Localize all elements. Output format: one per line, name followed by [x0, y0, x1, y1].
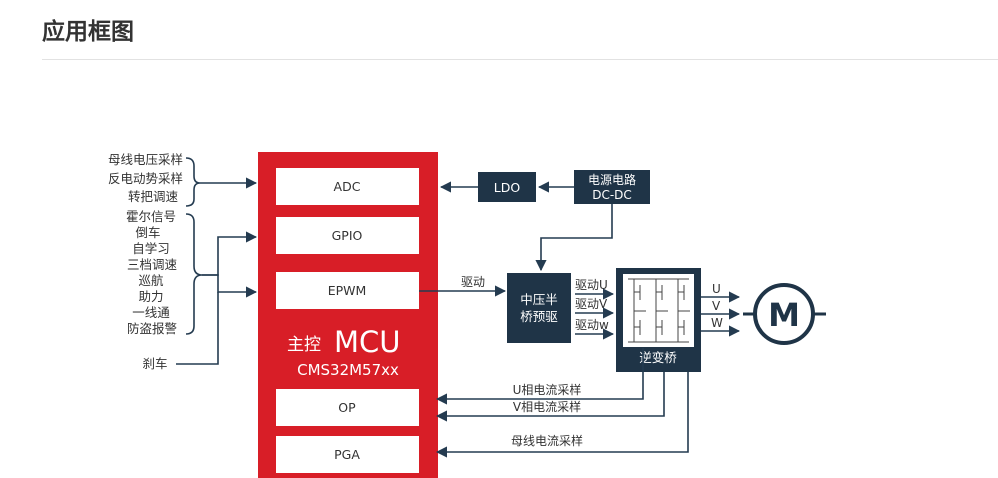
adc-label: ADC — [334, 179, 361, 194]
input-label-brake: 刹车 — [142, 356, 167, 371]
mcu-title-main: MCU — [334, 325, 401, 359]
drive-label: 驱动 — [461, 275, 485, 289]
arrow-power-to-predriver — [535, 204, 613, 272]
input-label-hall: 霍尔信号 — [126, 209, 176, 224]
input-labels-group-2: 霍尔信号 倒车 自学习 三档调速 巡航 助力 一线通 防盗报警 — [126, 209, 178, 336]
op-module — [276, 389, 419, 426]
mcu-title-prefix: 主控 — [287, 335, 321, 355]
power-block — [574, 170, 650, 204]
input-label-back-emf: 反电动势采样 — [108, 171, 183, 186]
input-label-bus-voltage: 母线电压采样 — [108, 152, 183, 167]
arrow-brake — [176, 292, 219, 365]
feedback-v-current — [435, 372, 665, 422]
mcu-model: CMS32M57xx — [297, 361, 399, 379]
feedback-u-current — [435, 348, 644, 405]
inverter-switch-icon — [628, 278, 690, 343]
power-label-line1: 电源电路 — [588, 172, 636, 187]
adc-module — [276, 168, 419, 205]
motor-label: M — [768, 296, 800, 334]
input-label-3-speed: 三档调速 — [127, 257, 178, 272]
input-labels-group-1: 母线电压采样 反电动势采样 转把调速 — [108, 152, 183, 204]
drive-output-u: 驱动U — [575, 278, 608, 292]
feedback-bus-current-label: 母线电流采样 — [511, 433, 583, 448]
feedback-u-current-label: U相电流采样 — [513, 382, 582, 397]
gpio-module — [276, 217, 419, 254]
power-label-line2: DC-DC — [592, 188, 632, 202]
pga-label: PGA — [334, 447, 360, 462]
drive-outputs: 驱动U 驱动V 驱动w — [575, 278, 609, 332]
phase-label-v: V — [712, 299, 721, 313]
epwm-label: EPWM — [328, 283, 367, 298]
title-divider — [42, 59, 998, 60]
phase-labels: U V W — [711, 282, 723, 330]
brace-group-1 — [185, 157, 201, 207]
feedback-v-current-label: V相电流采样 — [513, 399, 581, 414]
brace-group-2 — [185, 213, 203, 335]
inverter-label: 逆变桥 — [639, 350, 677, 365]
input-label-assist: 助力 — [138, 289, 163, 304]
motor-icon — [753, 283, 815, 345]
input-label-cruise: 巡航 — [138, 273, 164, 288]
op-label: OP — [338, 400, 356, 415]
ldo-block — [478, 172, 536, 202]
page-title: 应用框图 — [42, 19, 134, 45]
phase-label-u: U — [712, 282, 721, 296]
input-label-throttle: 转把调速 — [128, 189, 179, 204]
pga-module — [276, 436, 419, 473]
drive-output-v: 驱动V — [575, 297, 608, 311]
feedback-bus-current — [435, 372, 689, 458]
arrow-to-epwm — [202, 274, 258, 298]
predriver-label-line2: 桥预驱 — [520, 309, 558, 324]
arrow-to-gpio — [202, 231, 258, 276]
input-label-reverse: 倒车 — [135, 225, 160, 240]
gpio-label: GPIO — [332, 228, 363, 243]
epwm-module — [276, 272, 419, 309]
drive-output-w: 驱动w — [575, 318, 609, 332]
predriver-label-line1: 中压半 — [520, 292, 558, 307]
predriver-block — [507, 273, 571, 343]
input-label-anti-theft: 防盗报警 — [127, 321, 177, 336]
mcu-modules: ADC GPIO EPWM OP PGA — [276, 168, 419, 473]
phase-label-w: W — [711, 316, 723, 330]
input-label-self-learn: 自学习 — [132, 241, 170, 256]
ldo-label: LDO — [494, 180, 521, 195]
input-label-one-wire: 一线通 — [132, 305, 170, 320]
